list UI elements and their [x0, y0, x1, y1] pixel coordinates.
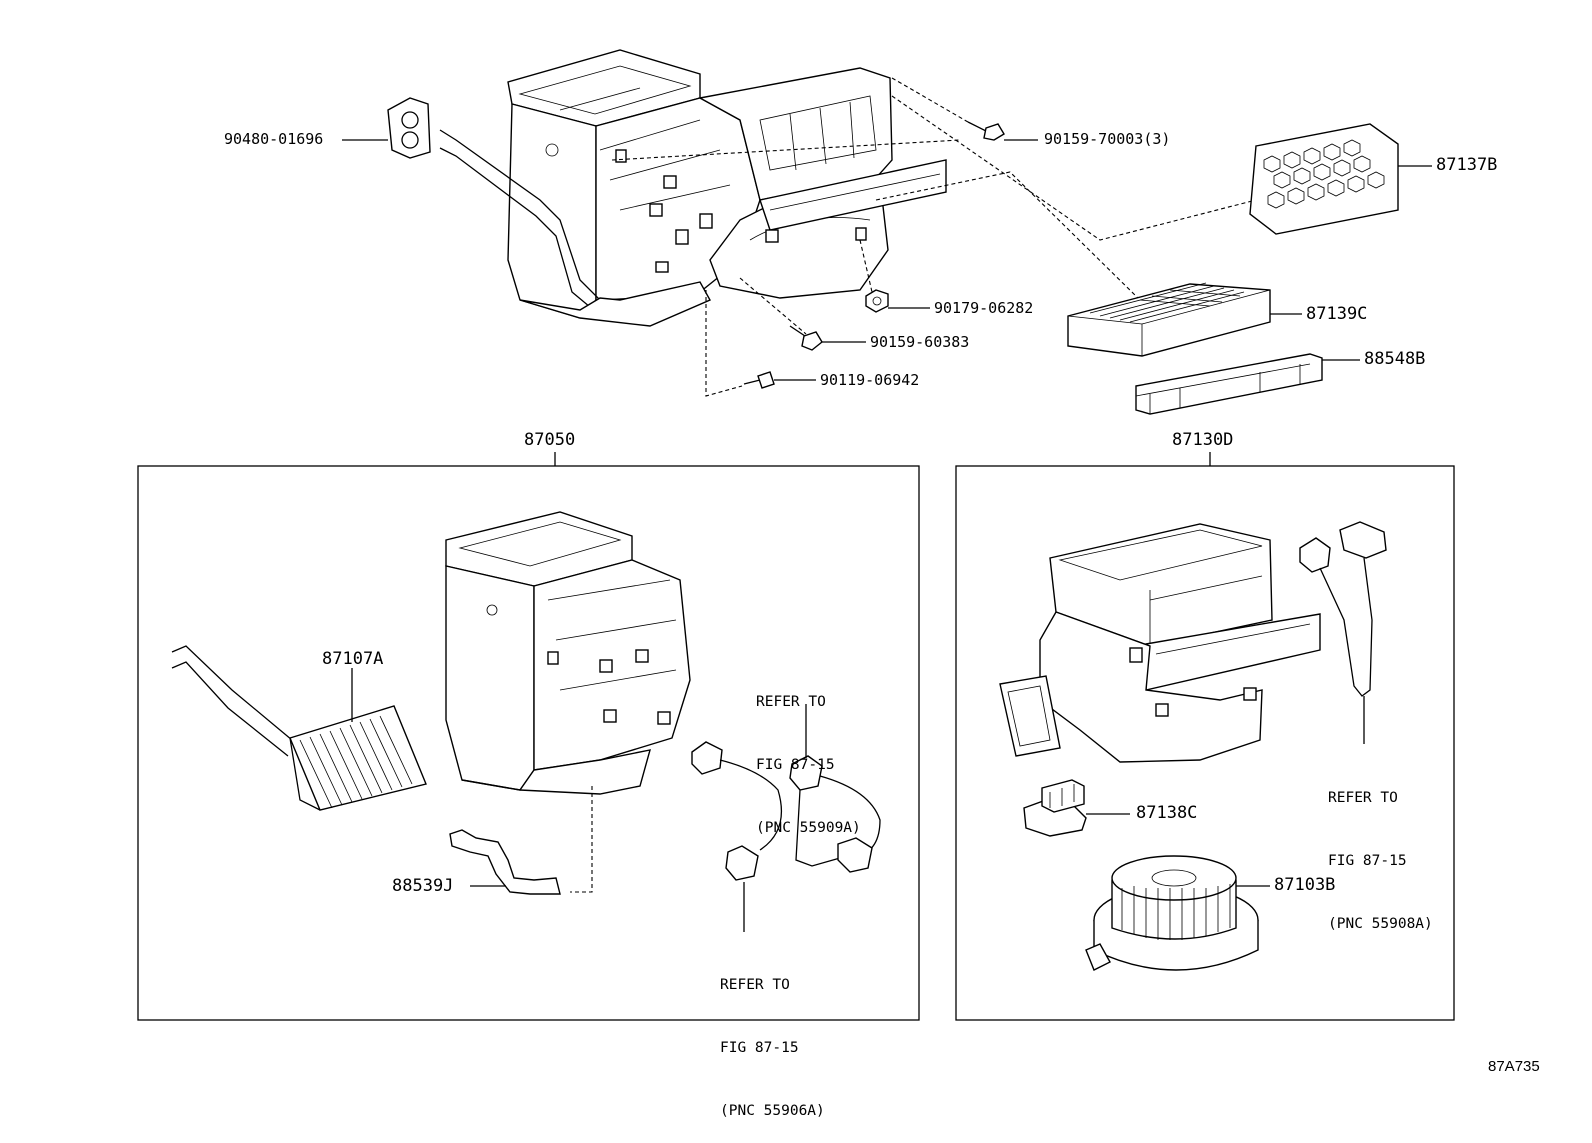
part-label-hose: 88539J: [392, 876, 454, 896]
part-label-grommet: 90480-01696: [224, 130, 324, 148]
blower-unit-frame: [955, 465, 1455, 1021]
dash-screw-70003b: [611, 139, 961, 161]
harness-55906A-part: [691, 741, 782, 881]
reference-note-55906A: REFER TO FIG 87-15 (PNC 55906A): [720, 933, 825, 1143]
reference-line: (PNC 55906A): [720, 1103, 825, 1119]
heater-blower-assembly-drawing: [439, 49, 947, 327]
dash-filter-cover: [891, 95, 1257, 241]
reference-line: (PNC 55909A): [756, 820, 861, 836]
filter-cover-part: [1249, 123, 1399, 235]
reference-line: REFER TO: [720, 977, 790, 993]
dash-screw-70003: [891, 77, 969, 123]
part-label-nut: 90179-06282: [934, 299, 1034, 317]
dash-screw-60383: [739, 277, 807, 335]
reference-line: REFER TO: [1328, 790, 1398, 806]
filter-frame-part: [1135, 353, 1323, 415]
part-label-resistor: 87138C: [1136, 803, 1198, 823]
group-label-heater-unit: 87050: [524, 430, 576, 450]
part-label-screw-60383: 90159-60383: [870, 333, 970, 351]
part-label-blower-motor: 87103B: [1274, 875, 1336, 895]
reference-line: (PNC 55908A): [1328, 916, 1433, 932]
dash-screw-06942: [705, 290, 743, 397]
reference-line: FIG 87-15: [756, 757, 835, 773]
reference-line: FIG 87-15: [720, 1040, 799, 1056]
group-label-blower-unit: 87130D: [1172, 430, 1234, 450]
filter-part: [1067, 282, 1271, 357]
reference-note-55909A: REFER TO FIG 87-15 (PNC 55909A): [756, 650, 861, 860]
part-label-filter: 87139C: [1306, 304, 1368, 324]
grommet-part: [387, 97, 431, 159]
part-label-screw-70003: 90159-70003(3): [1044, 130, 1171, 148]
part-label-screw-06942: 90119-06942: [820, 371, 920, 389]
heater-unit-frame: [137, 465, 920, 1021]
screw-70003-part: [967, 121, 1005, 141]
reference-note-55908A: REFER TO FIG 87-15 (PNC 55908A): [1328, 746, 1433, 956]
hose-part: [449, 829, 561, 895]
part-label-filter-frame: 88548B: [1364, 349, 1426, 369]
screw-06942-part: [743, 371, 775, 389]
blower-motor-part: [1085, 855, 1259, 971]
dash-hose: [570, 786, 593, 893]
nut-part: [865, 289, 889, 313]
dash-nut: [859, 239, 873, 293]
dash-filter: [875, 171, 1141, 301]
figure-id: 87A735: [1488, 1058, 1540, 1075]
heater-core-part: [171, 645, 427, 811]
harness-55909A-part: [789, 755, 881, 873]
reference-line: REFER TO: [756, 694, 826, 710]
reference-line: FIG 87-15: [1328, 853, 1407, 869]
blower-case-part: [999, 523, 1321, 763]
heater-case-part: [445, 511, 691, 795]
part-label-heater-core: 87107A: [322, 649, 384, 669]
screw-60383-part: [789, 325, 823, 351]
resistor-part: [1023, 779, 1087, 837]
harness-55908A-part: [1299, 521, 1387, 697]
part-label-filter-cover: 87137B: [1436, 155, 1498, 175]
parts-diagram: [137, 49, 1455, 1021]
